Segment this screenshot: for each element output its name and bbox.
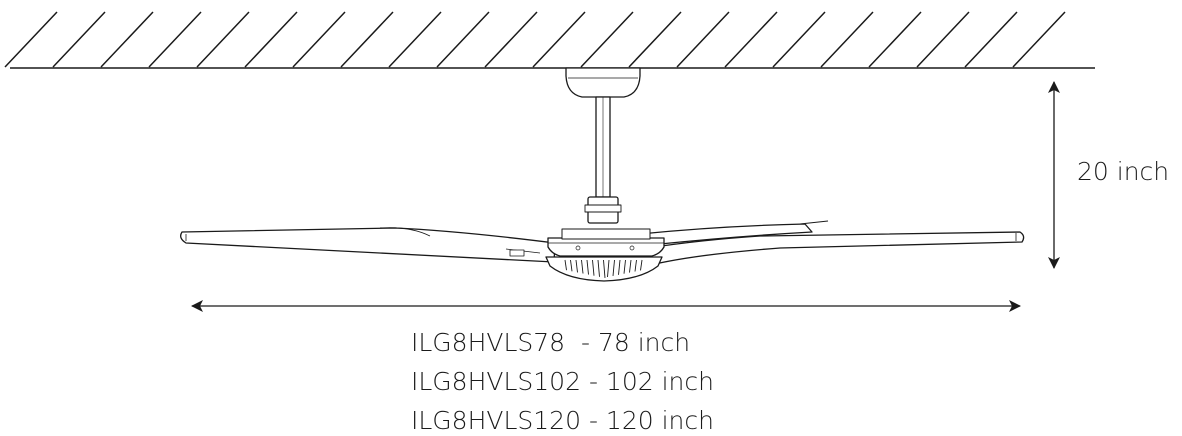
hatch-line <box>772 11 826 68</box>
hatch-line <box>436 11 490 68</box>
grille-slat <box>634 259 637 272</box>
fan-motor-housing <box>547 237 665 257</box>
model-label-102: ILG8HVLS102 - 102 inch <box>411 367 714 396</box>
grille-slat <box>629 259 632 273</box>
grille-slat <box>623 259 626 274</box>
hatch-line <box>868 11 922 68</box>
hatch-line <box>52 11 106 68</box>
hatch-line <box>964 11 1018 68</box>
grille-slat <box>612 259 615 276</box>
hatch-line <box>100 11 154 68</box>
grille-slat <box>640 259 643 271</box>
grille-slat <box>618 259 621 275</box>
hatch-line <box>724 11 778 68</box>
fan-blade-back <box>639 223 813 245</box>
fan-blade-left <box>180 227 556 263</box>
grille-slat <box>586 259 589 275</box>
grille-slat <box>581 259 584 274</box>
grille-slat <box>564 259 567 271</box>
hatch-line <box>580 11 634 68</box>
model-label-120: ILG8HVLS120 - 120 inch <box>411 406 714 435</box>
hatch-line <box>244 11 298 68</box>
ceiling-fan <box>180 67 1025 282</box>
grille-slat <box>603 259 606 278</box>
fan-light-grille <box>564 259 643 278</box>
hatch-line <box>820 11 874 68</box>
hatch-line <box>916 11 970 68</box>
hatch-line <box>676 11 730 68</box>
fan-canopy <box>565 67 641 98</box>
ceiling-hatching <box>4 11 1066 68</box>
diameter-dimension: ILG8HVLS78 - 78 inch ILG8HVLS102 - 102 i… <box>191 300 1021 435</box>
hatch-line <box>292 11 346 68</box>
ceiling <box>4 11 1095 69</box>
hatch-line <box>532 11 586 68</box>
hatch-line <box>388 11 442 68</box>
hatch-line <box>148 11 202 68</box>
height-label: 20 inch <box>1077 157 1169 186</box>
hatch-line <box>484 11 538 68</box>
hatch-line <box>1012 11 1066 68</box>
hatch-line <box>4 11 58 68</box>
fan-blade-right <box>647 231 1025 265</box>
grille-slat <box>570 259 573 272</box>
grille-slat <box>607 259 610 278</box>
grille-slat <box>592 259 595 276</box>
hatch-line <box>196 11 250 68</box>
grille-slat <box>597 259 600 277</box>
grille-slat <box>575 259 578 273</box>
height-dimension: 20 inch <box>1048 81 1169 269</box>
hatch-line <box>340 11 394 68</box>
hatch-line <box>628 11 682 68</box>
model-label-78: ILG8HVLS78 - 78 inch <box>411 328 690 357</box>
